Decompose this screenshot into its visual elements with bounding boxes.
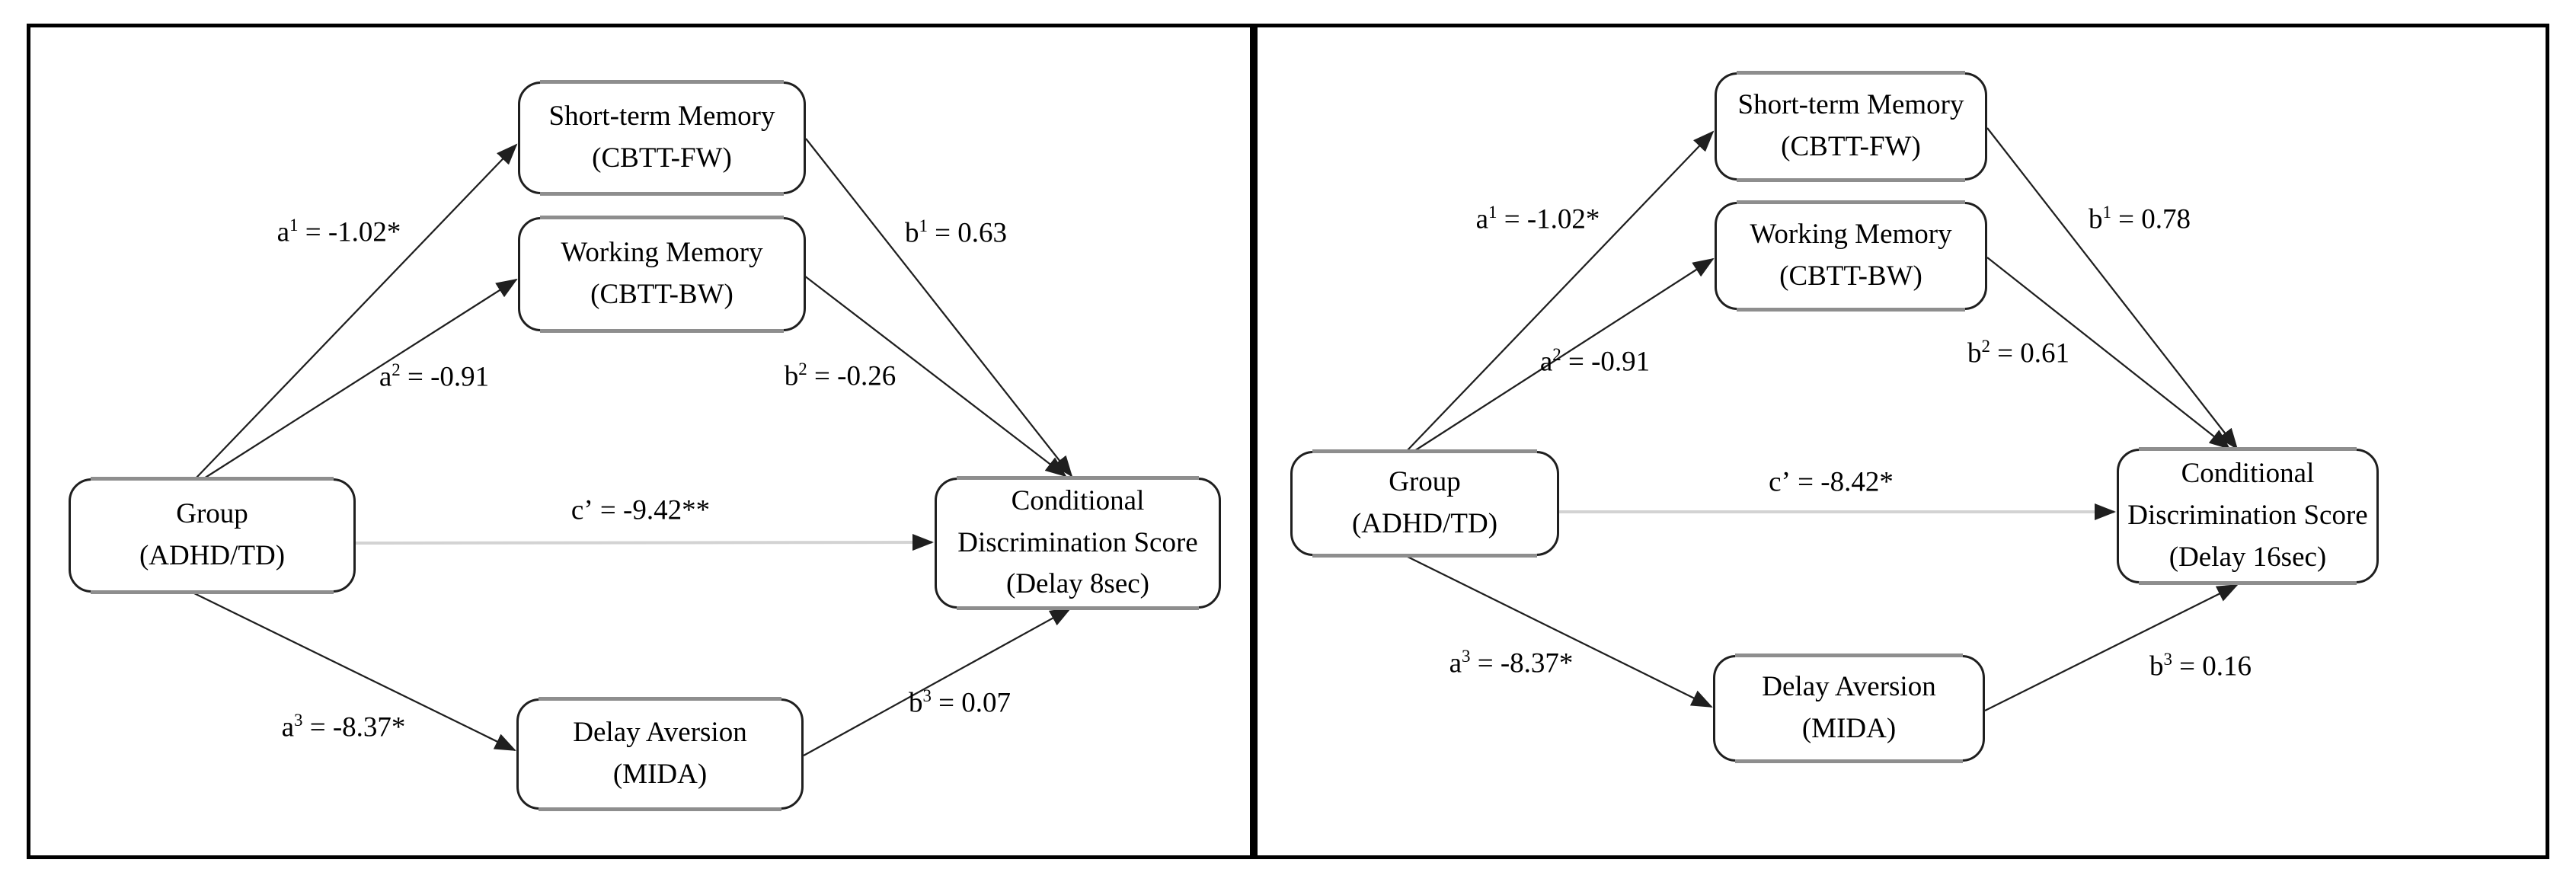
node-conditional-discrimination-score: Conditional Discrimination Score (Delay …	[2117, 447, 2379, 585]
path-label-b1: b1 = 0.63	[904, 216, 1008, 249]
node-label: Conditional	[1011, 484, 1145, 516]
node-label: Group	[1389, 466, 1461, 498]
node-label: Working Memory	[1750, 219, 1952, 251]
node-label: Short-term Memory	[548, 101, 775, 133]
arrow-b3	[803, 608, 1072, 756]
arrow-b3	[1984, 583, 2239, 712]
panel-delay-16sec: Short-term Memory (CBTT-FW) Working Memo…	[1254, 24, 2549, 859]
node-delay-aversion: Delay Aversion (MIDA)	[1713, 654, 1985, 763]
arrow-a1	[195, 143, 518, 479]
node-label: Group	[176, 498, 248, 530]
arrow-a3	[1405, 554, 1713, 708]
node-sublabel: (Delay 16sec)	[2169, 541, 2327, 573]
arrow-b1	[805, 138, 1073, 478]
panel-delay-8sec: Short-term Memory (CBTT-FW) Working Memo…	[27, 24, 1254, 859]
path-label-a3: a3 = -8.37*	[281, 711, 406, 743]
node-sublabel: (MIDA)	[612, 759, 708, 790]
path-label-a2: a2 = -0.91	[1539, 345, 1651, 378]
path-label-c-prime: c’ = -8.42*	[1769, 466, 1894, 498]
node-label: Delay Aversion	[1762, 671, 1936, 703]
node-sublabel: (Delay 8sec)	[1006, 568, 1149, 600]
node-conditional-discrimination-score: Conditional Discrimination Score (Delay …	[935, 476, 1221, 610]
node-working-memory: Working Memory (CBTT-BW)	[518, 216, 806, 333]
path-label-a1: a1 = -1.02*	[276, 216, 401, 248]
node-sublabel: (CBTT-FW)	[592, 142, 732, 174]
node-label: Short-term Memory	[1737, 89, 1964, 121]
node-short-term-memory: Short-term Memory (CBTT-FW)	[1715, 71, 1987, 182]
path-label-b3: b3 = 0.07	[908, 686, 1012, 719]
node-label: Discrimination Score	[2127, 500, 2368, 532]
path-label-b2: b2 = -0.26	[784, 360, 896, 392]
node-sublabel: (ADHD/TD)	[1351, 508, 1498, 539]
node-label: Delay Aversion	[573, 717, 747, 749]
node-group: Group (ADHD/TD)	[69, 477, 356, 594]
arrow-b1	[1986, 127, 2239, 450]
node-sublabel: (CBTT-BW)	[590, 279, 733, 310]
path-label-b3: b3 = 0.16	[2149, 650, 2252, 682]
node-sublabel: (MIDA)	[1801, 713, 1897, 744]
node-working-memory: Working Memory (CBTT-BW)	[1715, 200, 1987, 312]
path-label-b2: b2 = 0.61	[1967, 337, 2070, 369]
node-label: Conditional	[2181, 458, 2315, 490]
path-label-a1: a1 = -1.02*	[1475, 203, 1600, 235]
node-sublabel: (CBTT-BW)	[1779, 260, 1922, 292]
node-group: Group (ADHD/TD)	[1290, 449, 1559, 558]
node-delay-aversion: Delay Aversion (MIDA)	[516, 697, 804, 811]
arrow-a1	[1406, 130, 1715, 452]
path-label-a3: a3 = -8.37*	[1449, 647, 1574, 679]
path-label-b1: b1 = 0.78	[2088, 203, 2191, 235]
node-short-term-memory: Short-term Memory (CBTT-FW)	[518, 80, 806, 196]
node-sublabel: (ADHD/TD)	[139, 540, 286, 571]
node-label: Discrimination Score	[957, 526, 1198, 558]
path-label-c-prime: c’ = -9.42**	[570, 494, 711, 526]
arrow-c-prime	[355, 534, 934, 551]
node-label: Working Memory	[561, 237, 763, 269]
node-sublabel: (CBTT-FW)	[1781, 131, 1921, 162]
path-label-a2: a2 = -0.91	[379, 360, 490, 393]
